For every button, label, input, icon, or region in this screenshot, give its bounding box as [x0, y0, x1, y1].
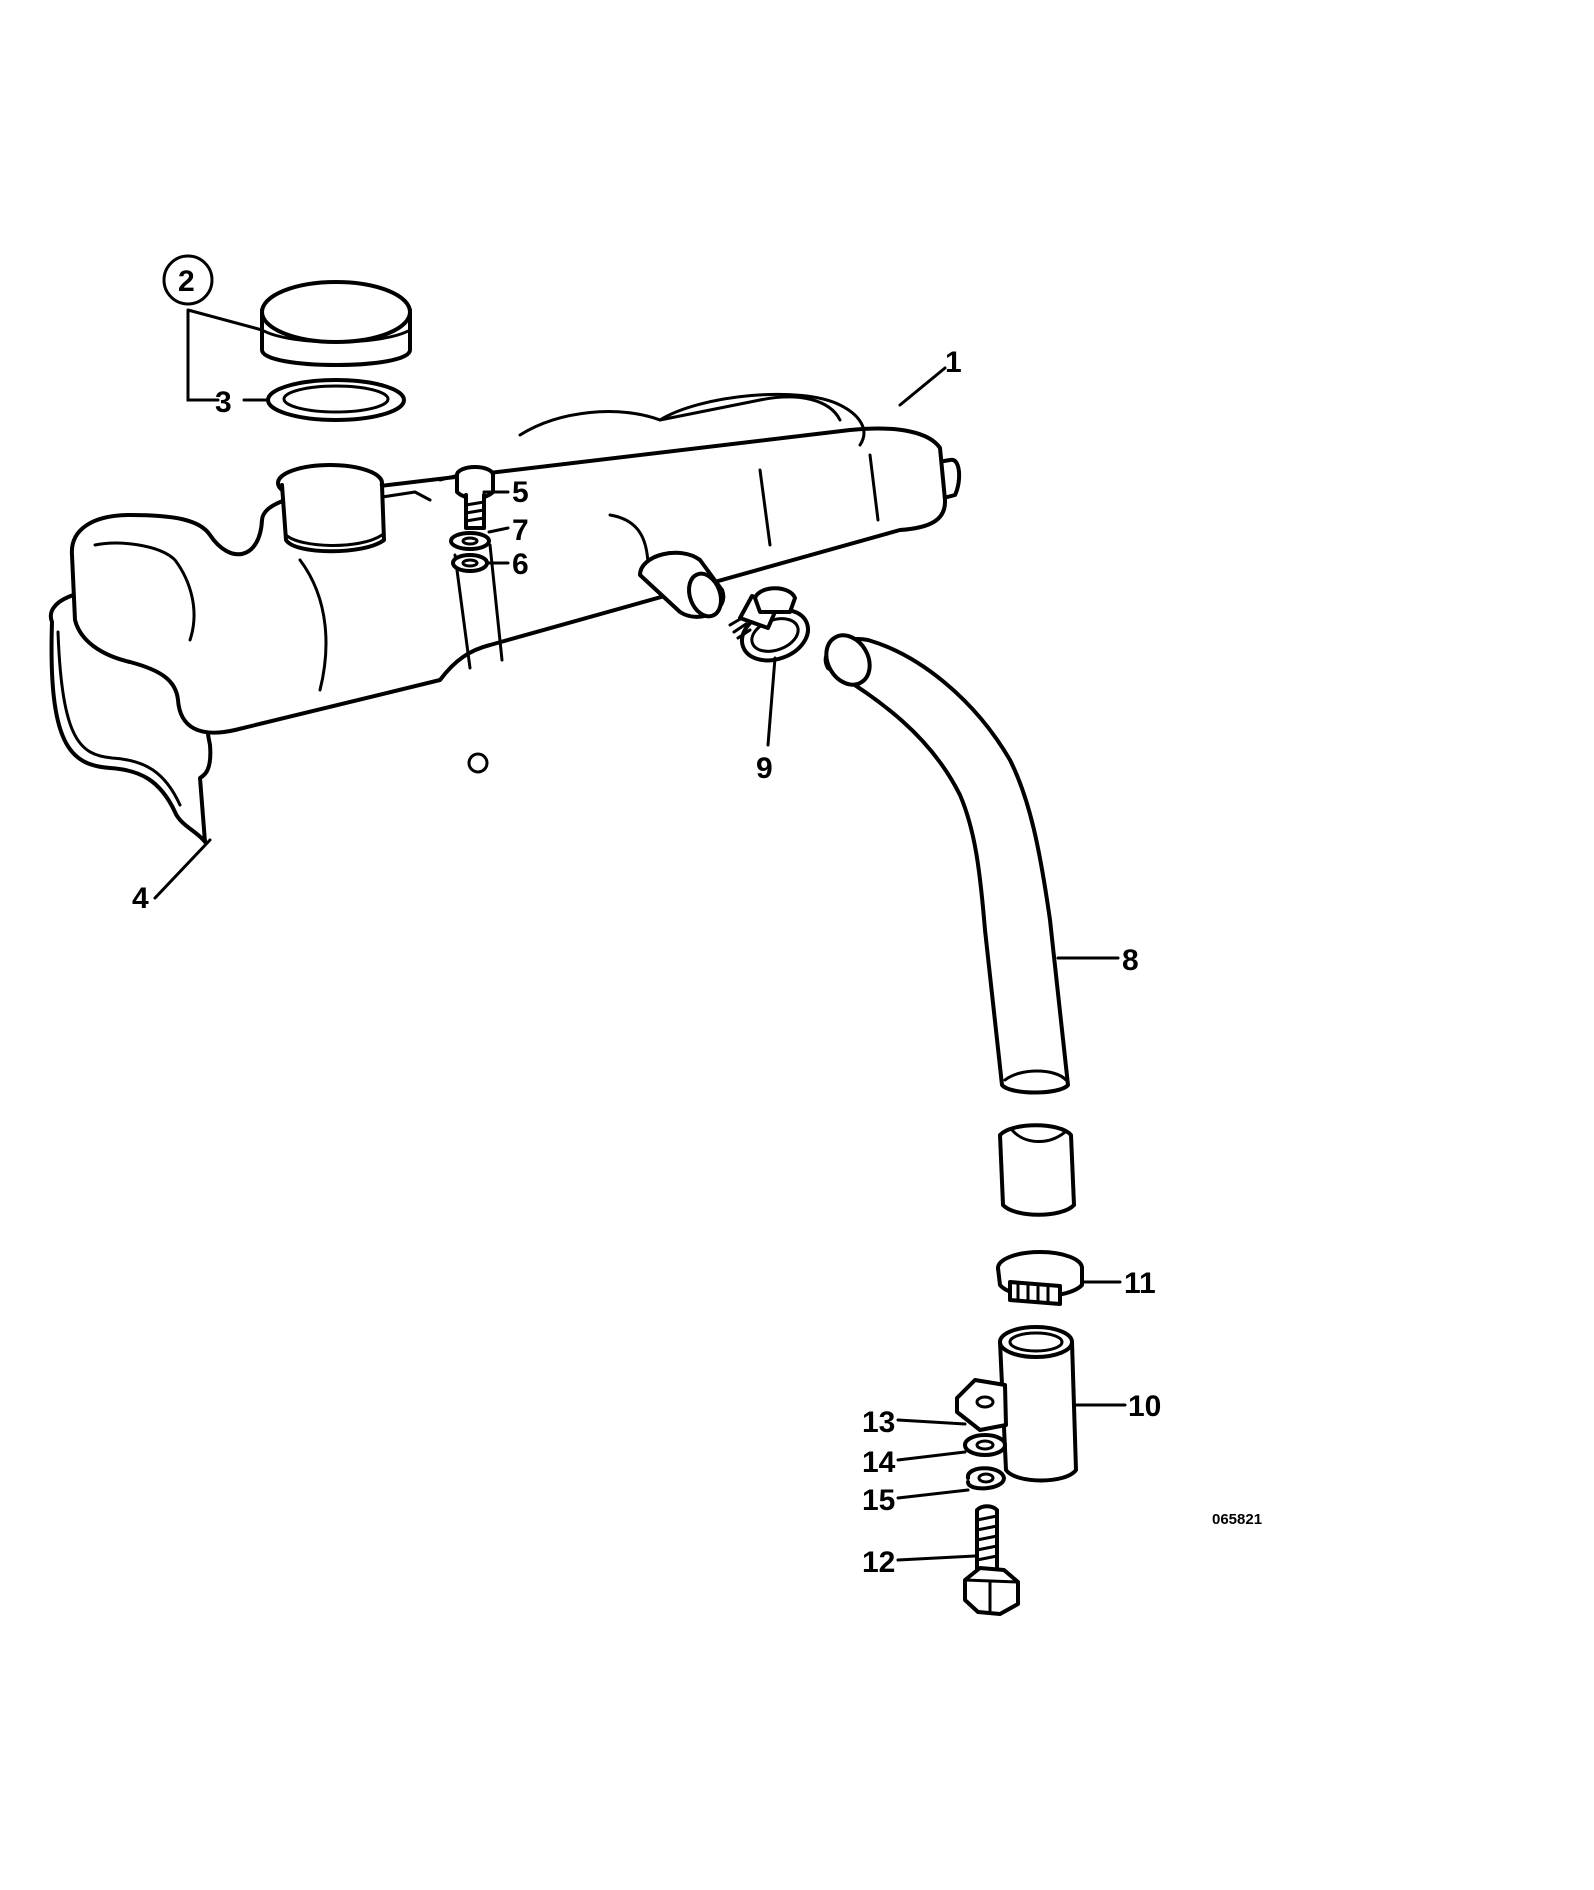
leader-lines — [153, 308, 1127, 1562]
callout-9: 9 — [756, 752, 773, 785]
part-2-filler-cap — [260, 280, 412, 367]
leader-4 — [153, 838, 212, 900]
leader-14 — [896, 1450, 967, 1462]
part-3-cap-seal — [266, 378, 406, 422]
part-11-hose-clamp — [996, 1250, 1084, 1306]
callout-10: 10 — [1128, 1390, 1161, 1423]
part-1-rocker-cover — [69, 392, 948, 735]
callout-7: 7 — [512, 514, 529, 547]
callout-13: 13 — [862, 1406, 895, 1439]
callout-4: 4 — [132, 882, 149, 915]
callout-3: 3 — [215, 386, 232, 419]
part-7-washer — [449, 531, 491, 551]
part-9-hose-clamp — [728, 586, 810, 663]
leader-12 — [896, 1554, 977, 1562]
leader-13 — [896, 1418, 967, 1426]
callout-12: 12 — [862, 1546, 895, 1579]
drawing-code: 065821 — [1212, 1511, 1262, 1528]
callout-labels: 1 2 3 4 5 6 7 8 9 10 11 12 13 14 15 — [132, 265, 1161, 1579]
callout-11: 11 — [1124, 1267, 1156, 1300]
part-8-breather-hose — [823, 633, 1070, 1095]
leader-9 — [766, 656, 777, 747]
callout-1: 1 — [945, 346, 962, 379]
leader-2 — [186, 308, 264, 402]
part-6-seal-washer — [451, 553, 489, 573]
part-5-screw — [455, 465, 495, 530]
part-15-spring-washer — [966, 1466, 1006, 1491]
callout-14: 14 — [862, 1446, 896, 1479]
part-10-pipe — [998, 1325, 1078, 1483]
hose-lower-section — [998, 1123, 1076, 1217]
callout-5: 5 — [512, 476, 529, 509]
part-12-bolt — [963, 1504, 1020, 1616]
callout-8: 8 — [1122, 944, 1139, 977]
leader-15 — [896, 1488, 970, 1500]
callout-2-circle — [162, 254, 214, 306]
callout-6: 6 — [512, 548, 529, 581]
leader-1 — [898, 366, 947, 407]
part-14-washer — [963, 1433, 1007, 1457]
callout-15: 15 — [862, 1484, 895, 1517]
leader-7 — [487, 526, 510, 534]
part-13-bracket — [955, 1378, 1008, 1432]
callout-2: 2 — [178, 265, 195, 298]
